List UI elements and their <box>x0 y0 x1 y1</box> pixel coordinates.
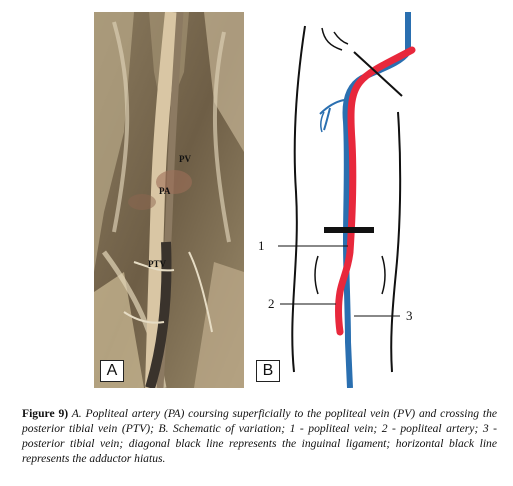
label-2: 2 <box>268 296 275 311</box>
knee-curve-left <box>314 255 319 295</box>
label-1: 1 <box>258 238 265 253</box>
pa-label: PA <box>159 186 171 196</box>
figure-caption: Figure 9) A. Popliteal artery (PA) cours… <box>22 406 497 466</box>
pv-label: PV <box>179 154 191 164</box>
dissection-photo-drawing <box>94 12 244 388</box>
groin-arc-2 <box>333 31 349 45</box>
schematic-panel: 1 2 3 B <box>250 12 435 388</box>
panel-b-tag: B <box>256 360 280 382</box>
ptv-label: PTV <box>148 259 166 269</box>
vein-tributary <box>319 99 345 115</box>
leg-outline-left <box>291 25 306 373</box>
panel-a-tag: A <box>100 360 124 382</box>
leg-outline-right <box>390 111 402 373</box>
knee-curve-right <box>381 255 386 295</box>
caption-figure-label: Figure 9) <box>22 407 69 420</box>
schematic-drawing <box>278 12 416 388</box>
inguinal-ligament-line <box>353 51 403 97</box>
artery-line <box>335 46 416 336</box>
caption-text: A. Popliteal artery (PA) coursing superf… <box>22 407 498 465</box>
label-3: 3 <box>406 308 413 323</box>
vein-tributary-3 <box>319 111 325 133</box>
groin-arc <box>321 27 343 51</box>
dissection-photo: PV PA PTV A <box>94 12 244 388</box>
vein-tributary-2 <box>323 107 331 131</box>
